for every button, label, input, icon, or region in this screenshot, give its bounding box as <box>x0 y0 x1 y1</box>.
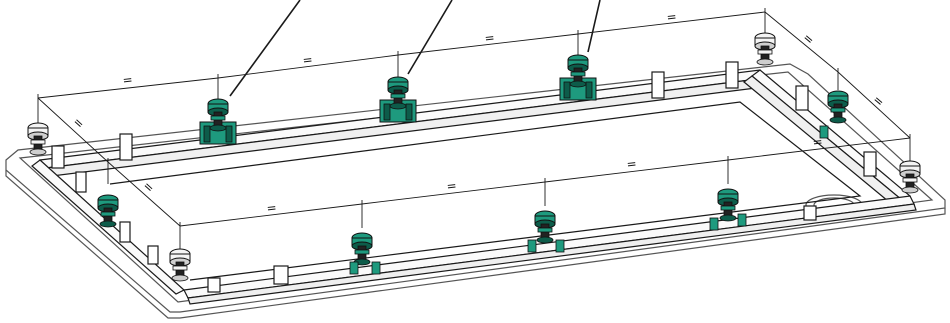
white-foot-2 <box>27 122 49 156</box>
teal-foot-1 <box>199 98 237 145</box>
teal-foot-4 <box>827 90 849 124</box>
dimension-label-10: = <box>446 179 457 194</box>
teal-foot-5 <box>97 194 119 228</box>
white-foot-1 <box>754 32 776 66</box>
dimension-lines <box>37 8 911 252</box>
teal-foot-3 <box>559 54 597 101</box>
teal-foot-6 <box>351 232 373 266</box>
dimension-label-5: = <box>800 30 817 47</box>
dimension-label-11: = <box>626 157 637 172</box>
dimension-label-7: = <box>70 114 87 131</box>
dimension-label-1: = <box>122 73 133 88</box>
foot-pad-1 <box>349 261 359 275</box>
adjustable-feet <box>27 32 921 282</box>
teal-foot-8 <box>717 188 739 222</box>
foot-pad-3 <box>527 239 537 253</box>
foot-pad-5 <box>709 217 719 231</box>
dimension-label-3: = <box>484 31 495 46</box>
dimension-label-6: = <box>870 92 887 109</box>
callout-leaders <box>229 0 601 97</box>
teal-foot-2 <box>379 76 417 123</box>
white-foot-3 <box>899 160 921 194</box>
foot-pad-7 <box>819 125 829 139</box>
dimension-label-9: = <box>266 201 277 216</box>
white-foot-4 <box>169 248 191 282</box>
dimension-label-4: = <box>666 10 677 25</box>
foot-pad-2 <box>371 261 381 275</box>
dimension-label-12: = <box>812 135 823 150</box>
foot-pad-6 <box>737 213 747 227</box>
foot-pad-4 <box>555 239 565 253</box>
dimension-label-2: = <box>302 53 313 68</box>
frame-rails <box>31 61 917 305</box>
teal-foot-7 <box>534 210 556 244</box>
